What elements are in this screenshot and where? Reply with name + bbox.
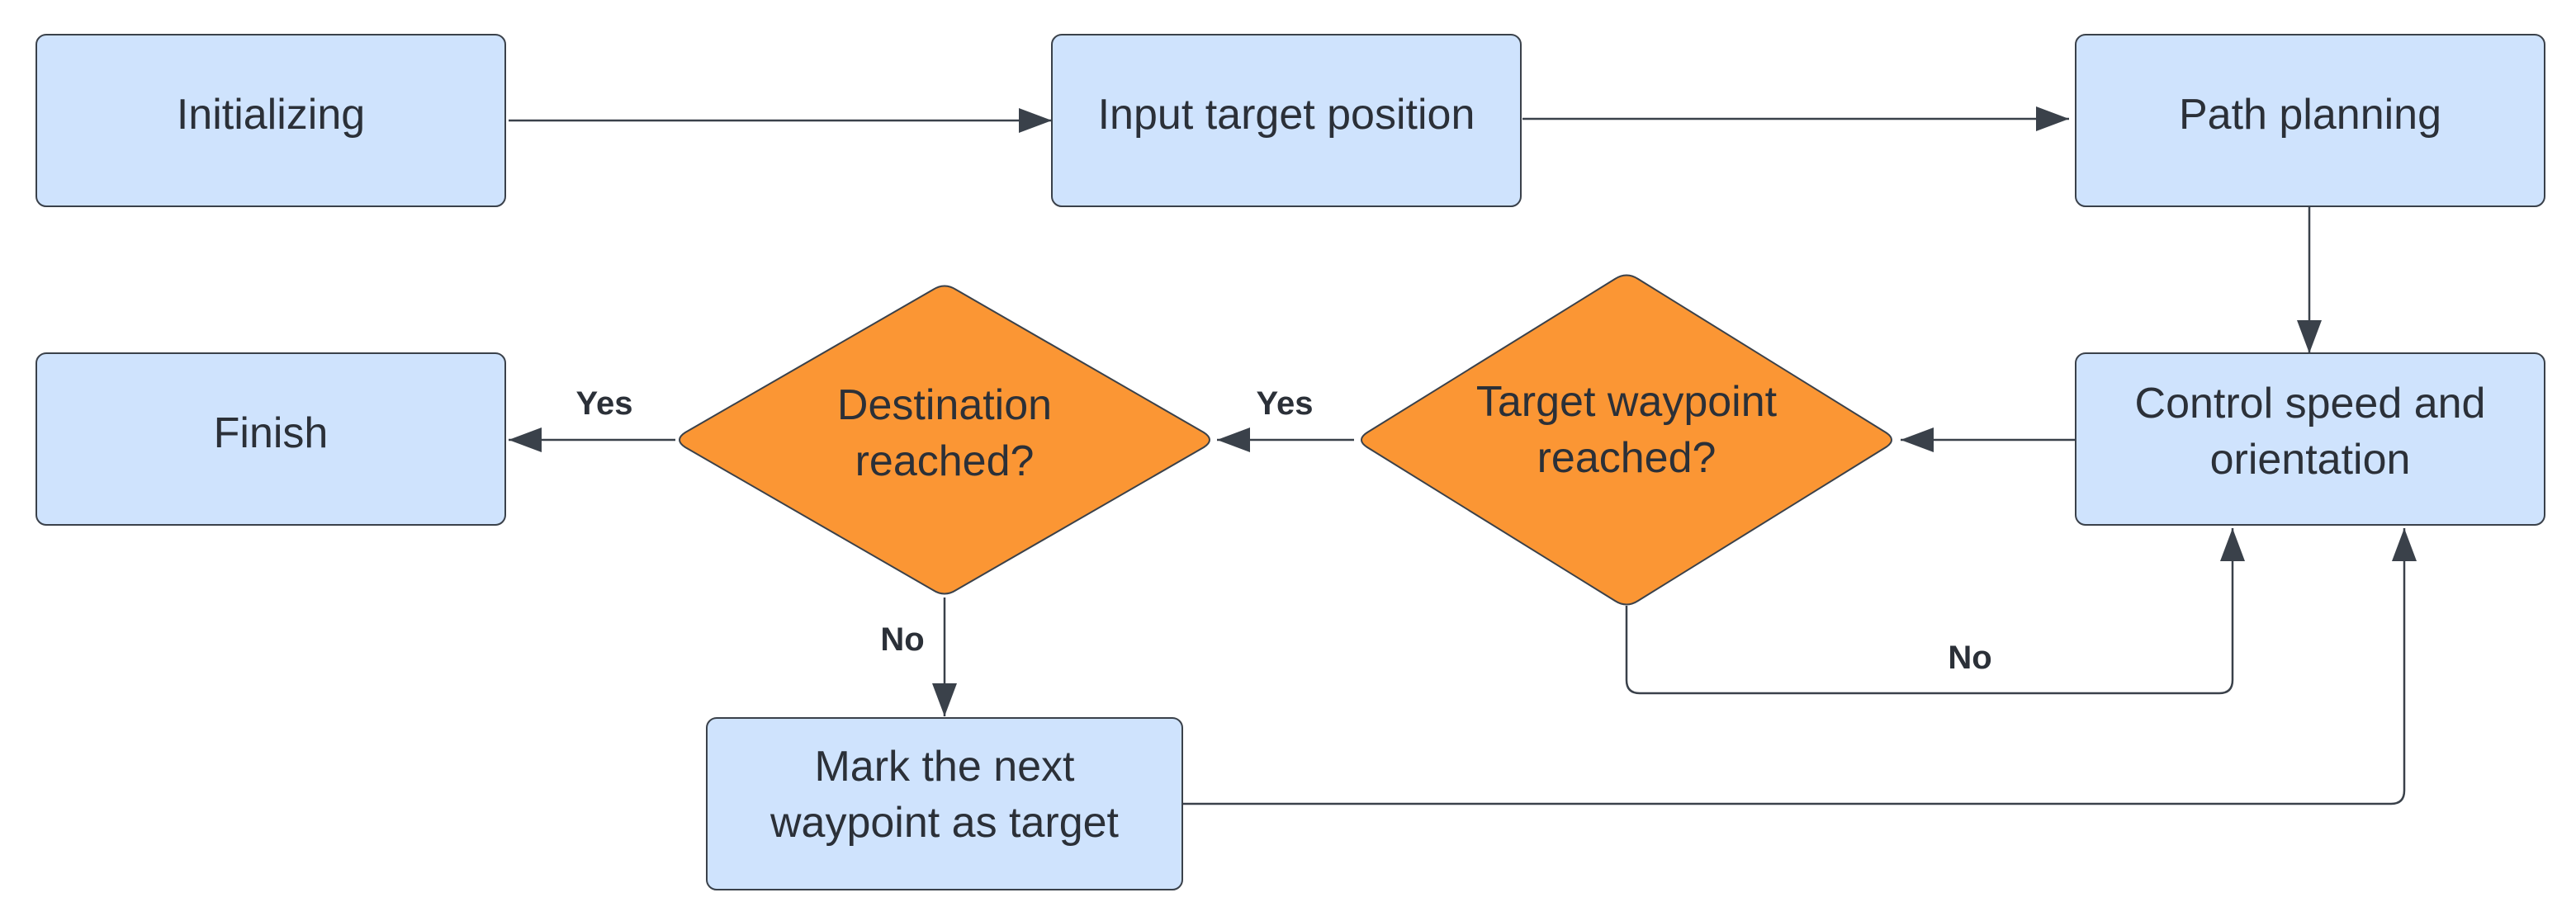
edge-label-yes-waypoint: Yes: [1257, 385, 1314, 422]
node-control-speed: Control speed and orientation: [2075, 352, 2545, 526]
svg-text:reached?: reached?: [1537, 434, 1717, 482]
svg-text:Control speed and: Control speed and: [2135, 380, 2486, 427]
svg-text:Finish: Finish: [214, 409, 329, 457]
node-path-planning: Path planning: [2075, 34, 2545, 207]
edge-label-yes-destination: Yes: [576, 385, 633, 422]
svg-text:Destination: Destination: [837, 381, 1052, 429]
svg-text:Path planning: Path planning: [2179, 91, 2441, 139]
node-initializing: Initializing: [36, 34, 506, 207]
node-target-waypoint-decision: Target waypoint reached?: [1361, 274, 1892, 606]
svg-text:Mark the next: Mark the next: [814, 743, 1075, 791]
node-input-target-position: Input target position: [1051, 34, 1522, 207]
node-finish: Finish: [36, 352, 506, 526]
svg-text:Initializing: Initializing: [177, 91, 365, 139]
svg-text:reached?: reached?: [855, 437, 1035, 485]
node-mark-next-waypoint: Mark the next waypoint as target: [706, 717, 1183, 890]
edge-label-no-waypoint: No: [1948, 640, 1991, 676]
svg-text:Target waypoint: Target waypoint: [1476, 378, 1778, 426]
node-destination-decision: Destination reached?: [679, 285, 1210, 595]
edge-label-no-destination: No: [880, 621, 924, 658]
edge-waypoint-no-to-control: [1625, 528, 2245, 695]
svg-text:Input target position: Input target position: [1098, 91, 1475, 139]
svg-text:waypoint as target: waypoint as target: [769, 799, 1120, 847]
edges: [509, 106, 2417, 805]
svg-text:orientation: orientation: [2210, 436, 2411, 484]
edge-mark-next-to-control: [1182, 528, 2417, 805]
